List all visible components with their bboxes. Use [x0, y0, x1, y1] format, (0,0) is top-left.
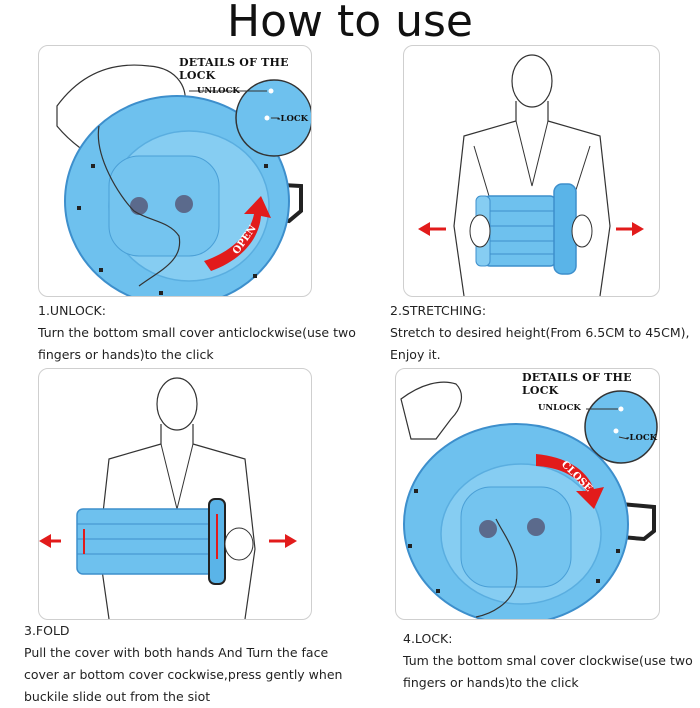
stretching-step-title: 2.STRETCHING: — [390, 303, 487, 318]
open-arrow — [204, 196, 271, 271]
fold-caption: 3.FOLD Pull the cover with both hands An… — [24, 620, 344, 708]
lock-step-title: 4.LOCK: — [403, 631, 453, 646]
stool-handle — [620, 502, 656, 542]
lock-detail-magnifier — [584, 390, 658, 464]
finger-hole-right — [527, 518, 545, 536]
page-title: How to use — [226, 0, 474, 47]
stretched-stool — [483, 195, 557, 267]
lock-label: -LOCK — [626, 433, 658, 443]
lock-detail-title: DETAILS OF THE LOCK — [522, 371, 632, 397]
stool-cover — [460, 486, 572, 588]
person-body — [453, 101, 611, 296]
stretching-caption: 2.STRETCHING: Stretch to desired height(… — [390, 300, 690, 366]
unlock-step-title: 1.UNLOCK: — [38, 303, 106, 318]
stretching-illustration-panel — [403, 45, 660, 297]
stool-cover — [108, 155, 220, 257]
unlock-label: UNLOCK — [538, 403, 581, 413]
fold-step-title: 3.FOLD — [24, 623, 70, 638]
finger-outline — [97, 125, 181, 287]
lock-detail-title: DETAILS OF THE LOCK — [179, 56, 289, 82]
lock-caption: 4.LOCK: Tum the bottom smal cover clockw… — [403, 628, 695, 694]
unlock-step-text: Turn the bottom small cover anticlockwis… — [38, 325, 356, 362]
unlock-caption: 1.UNLOCK: Turn the bottom small cover an… — [38, 300, 358, 366]
stretching-step-text: Stretch to desired height(From 6.5CM to … — [390, 325, 690, 362]
unlock-label: UNLOCK — [197, 86, 240, 96]
lock-step-text: Tum the bottom smal cover clockwise(use … — [403, 653, 693, 690]
fold-illustration-panel — [38, 368, 312, 620]
stretching-illustration — [418, 54, 644, 296]
fold-step-text: Pull the cover with both hands And Turn … — [24, 645, 343, 704]
unlock-illustration: OPEN — [56, 64, 311, 296]
lock-label: -LOCK — [277, 114, 309, 124]
finger-hole-right — [175, 195, 193, 213]
person-head — [156, 377, 198, 431]
finger-outline — [475, 518, 518, 618]
fold-illustration — [39, 377, 297, 619]
finger-hole-left — [130, 197, 148, 215]
finger-hole-left — [479, 520, 497, 538]
rim-dots — [408, 489, 620, 593]
lock-illustration: CLOSE — [400, 381, 658, 619]
rim-dots — [77, 164, 268, 295]
folding-stool — [76, 508, 216, 575]
lock-illustration-panel: CLOSE DETAILS OF THE LOCK UNLOCK -LOCK — [395, 368, 660, 620]
person-head — [511, 54, 553, 108]
unlock-illustration-panel: OPEN DETAILS OF THE LOCK UNLOCK -LOCK — [38, 45, 312, 297]
hand-outline — [400, 381, 463, 440]
close-arrow — [536, 454, 604, 509]
